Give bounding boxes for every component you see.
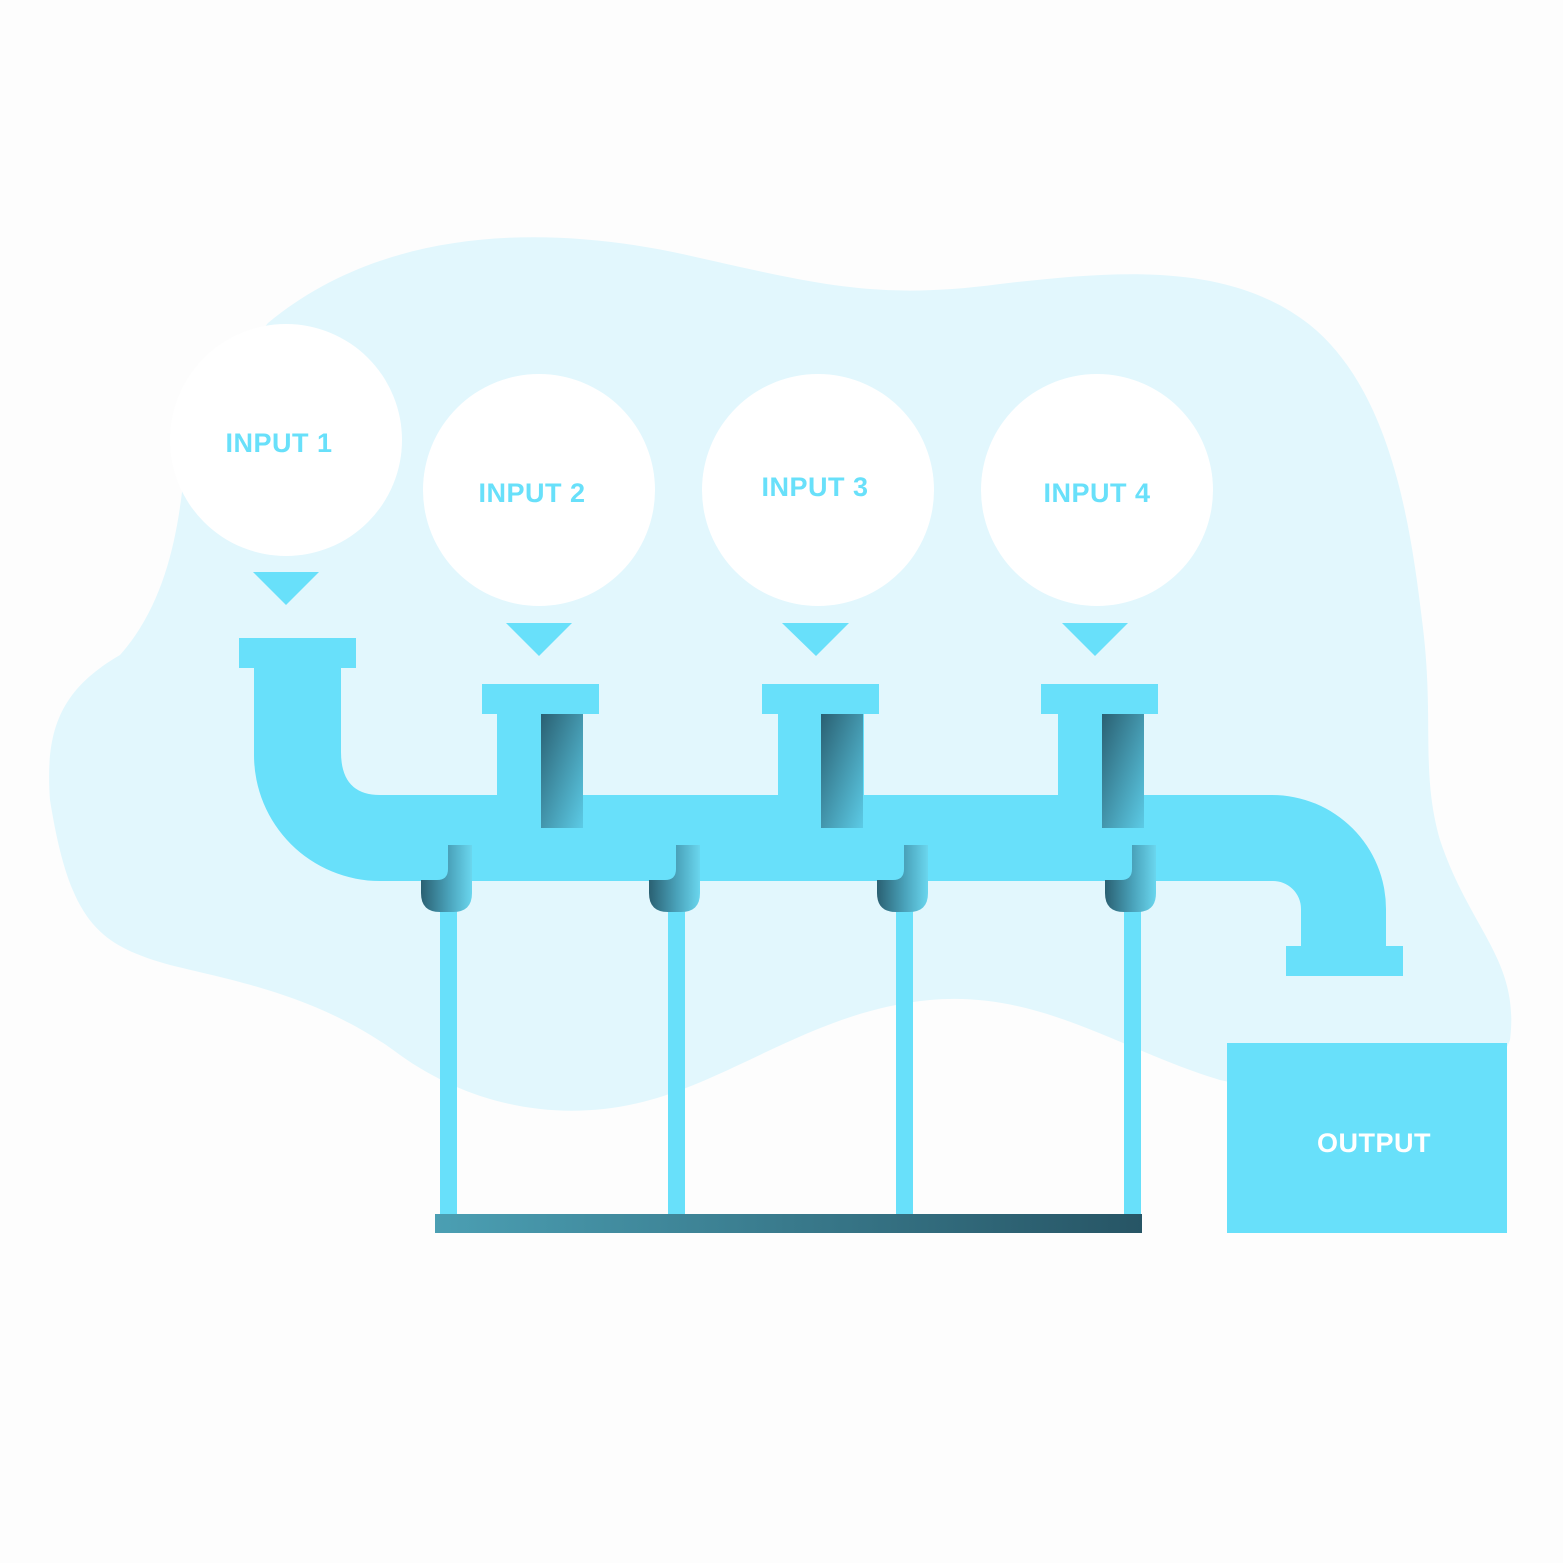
triangle-down-icon <box>506 623 572 656</box>
input-1-circle <box>170 324 402 556</box>
inlet-pipe-3 <box>762 684 879 828</box>
inlet-pipe-2 <box>482 684 599 828</box>
output-box <box>1227 1043 1507 1233</box>
leg-3 <box>896 905 913 1218</box>
input-3-label: INPUT 3 <box>761 472 868 502</box>
input-4-label: INPUT 4 <box>1043 478 1150 508</box>
input-2-circle <box>423 374 655 606</box>
pipe-elbow-icon <box>877 845 928 912</box>
triangle-down-icon <box>253 572 319 605</box>
inlet-pipe-4 <box>1041 684 1158 828</box>
leg-1 <box>440 905 457 1218</box>
main-pipe <box>239 638 1403 976</box>
leg-2 <box>668 905 685 1218</box>
output-label: OUTPUT <box>1317 1128 1431 1158</box>
leg-4 <box>1124 905 1141 1218</box>
input-1-label: INPUT 1 <box>225 428 332 458</box>
base-bar <box>435 1214 1142 1233</box>
input-4-circle <box>981 374 1213 606</box>
input-2-label: INPUT 2 <box>478 478 585 508</box>
triangle-down-icon <box>1062 623 1128 656</box>
pipe-elbow-icon <box>421 845 472 912</box>
pipe-elbow-icon <box>649 845 700 912</box>
pipe-elbow-icon <box>1105 845 1156 912</box>
triangle-down-icon <box>782 623 849 656</box>
input-3-circle <box>702 374 934 606</box>
